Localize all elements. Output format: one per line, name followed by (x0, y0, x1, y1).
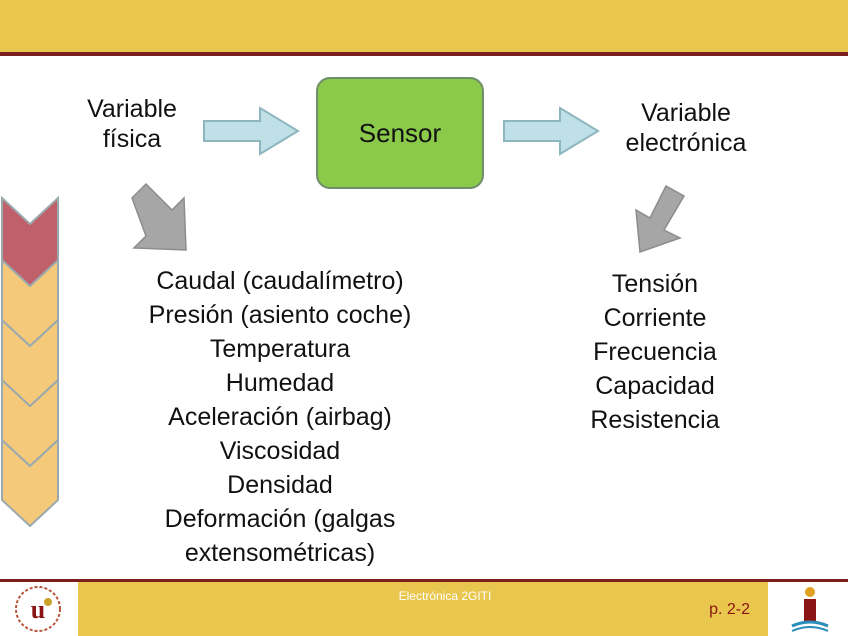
list-item: extensométricas) (184, 539, 376, 567)
university-logo: u (0, 582, 78, 636)
arrow-down-right-icon (131, 182, 187, 251)
list-item: Frecuencia (593, 338, 717, 366)
header-rule (0, 52, 848, 56)
list-item: Corriente (603, 304, 707, 332)
list-item: Presión (asiento coche) (148, 301, 412, 329)
arrow-right-icon (503, 106, 600, 156)
physical-variables-list: Caudal (caudalímetro) Presión (asiento c… (120, 264, 440, 570)
list-item: Deformación (galgas (164, 505, 396, 533)
arrow-down-left-icon (635, 184, 686, 254)
list-item: Caudal (caudalímetro) (156, 267, 404, 295)
footer-title: Electrónica 2GITI (398, 589, 492, 603)
list-item: Capacidad (595, 372, 715, 400)
header-band (0, 0, 848, 52)
input-label-line-2: física (102, 125, 162, 153)
chevron-step-1-active (0, 195, 59, 288)
list-item: Aceleración (airbag) (168, 403, 392, 431)
electronic-variables-list: Tensión Corriente Frecuencia Capacidad R… (570, 267, 740, 437)
output-variable-label: Variable electrónica (606, 98, 766, 158)
footer-band (0, 582, 848, 636)
list-item: Densidad (227, 471, 333, 499)
school-emblem-icon (791, 587, 829, 632)
output-label-line-1: Variable (641, 99, 731, 127)
university-seal-icon: u (15, 586, 61, 632)
chevron-stack (0, 195, 59, 528)
arrow-right-icon (203, 106, 300, 156)
sensor-box: Sensor (316, 77, 484, 189)
list-item: Resistencia (590, 406, 720, 434)
page-number: p. 2-2 (709, 601, 750, 618)
list-item: Humedad (225, 369, 335, 397)
school-logo (768, 582, 848, 636)
input-variable-label: Variable física (62, 94, 202, 154)
sensor-label: Sensor (358, 117, 442, 148)
output-label-line-2: electrónica (625, 129, 747, 157)
list-item: Tensión (611, 270, 699, 298)
list-item: Temperatura (209, 335, 351, 363)
list-item: Viscosidad (219, 437, 341, 465)
svg-text:u: u (31, 595, 45, 624)
input-label-line-1: Variable (87, 95, 177, 123)
footer-rule (0, 579, 848, 582)
